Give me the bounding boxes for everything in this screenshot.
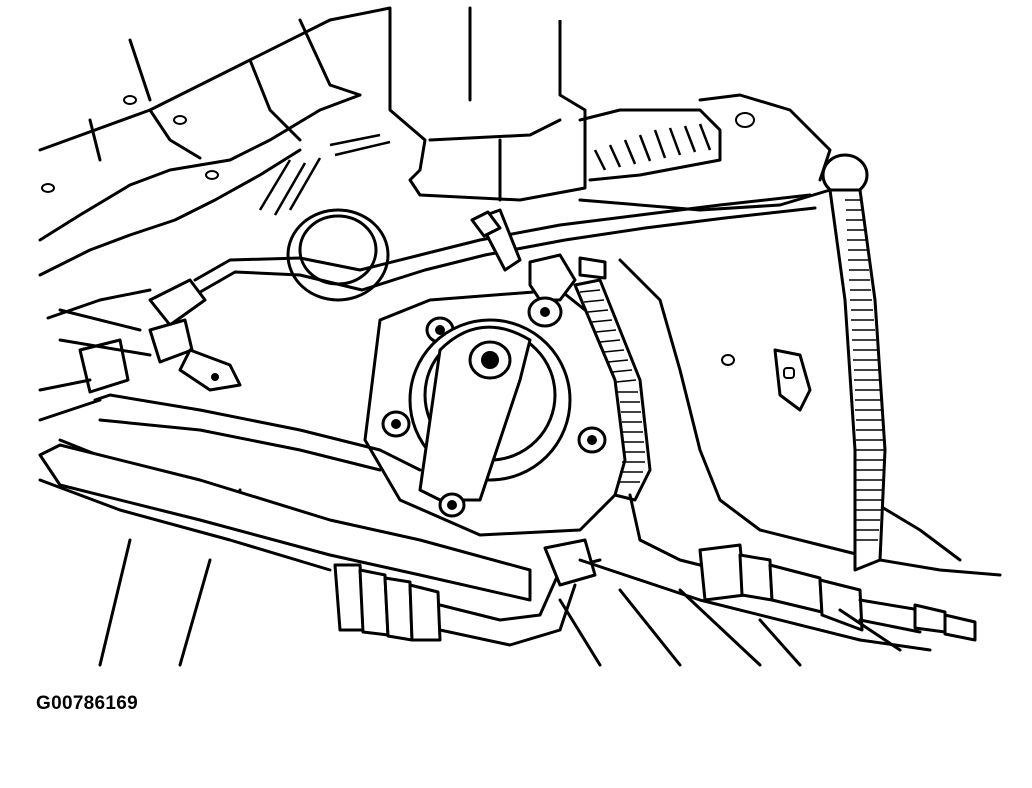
upper-bracket-block [388, 6, 587, 202]
figure-id-label: G00786169 [36, 693, 139, 714]
lower-frame-lines [98, 538, 862, 667]
hatched-heat-shield [258, 93, 832, 216]
right-body-panel [578, 188, 1002, 577]
lower-right-fitting [698, 543, 977, 652]
corrugated-hose-right [821, 153, 887, 572]
upper-hard-line [193, 193, 817, 297]
body-panel-left [38, 6, 392, 320]
left-hose-fittings [38, 278, 242, 422]
lower-hose-bellows [38, 443, 602, 647]
mounting-bolt [470, 208, 522, 272]
pivot-arm [418, 325, 532, 518]
hose-clip [527, 253, 607, 328]
